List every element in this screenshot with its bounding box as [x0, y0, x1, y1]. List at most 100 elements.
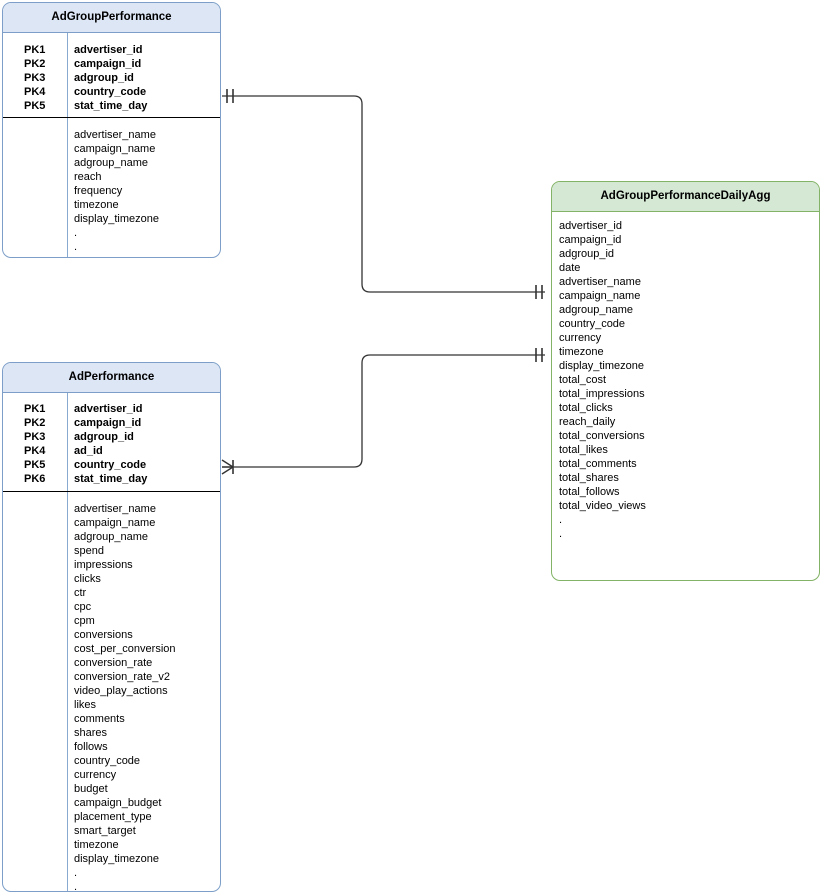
- cardinality-one-and-only-one-icon: [535, 348, 543, 362]
- pk-label: PK4: [24, 445, 46, 457]
- attribute: reach_daily: [559, 416, 616, 428]
- attribute: display_timezone: [74, 213, 159, 225]
- attribute: total_clicks: [559, 402, 613, 414]
- attribute: advertiser_name: [74, 129, 156, 141]
- key-field: advertiser_id: [74, 403, 143, 415]
- attribute: timezone: [74, 839, 119, 851]
- attribute: video_play_actions: [74, 685, 168, 697]
- attribute: display_timezone: [74, 853, 159, 865]
- attribute: total_cost: [559, 374, 607, 386]
- attribute: campaign_id: [559, 234, 622, 246]
- attribute-ellipsis: .: [559, 514, 563, 526]
- relationship-line-adperformance-dailyagg[interactable]: [221, 348, 545, 475]
- cardinality-one-and-only-one-icon: [535, 285, 543, 299]
- pk-label: PK1: [24, 44, 46, 56]
- attribute: total_impressions: [559, 388, 645, 400]
- attribute: comments: [74, 713, 125, 725]
- entity-header-adgroupperformancedailyagg: AdGroupPerformanceDailyAgg: [552, 182, 819, 212]
- entity-body-adperformance: PK1 PK2 PK3 PK4 PK5 PK6 advertiser_id ca…: [3, 393, 220, 891]
- pk-label: PK3: [24, 72, 46, 84]
- attribute: total_comments: [559, 458, 637, 470]
- pk-label-column: PK1 PK2 PK3 PK4 PK5: [3, 43, 69, 113]
- attribute: campaign_budget: [74, 797, 162, 809]
- pk-label: PK2: [24, 58, 46, 70]
- attribute-column: advertiser_name campaign_name adgroup_na…: [74, 502, 176, 892]
- key-attribute-divider: [3, 491, 220, 492]
- key-field: advertiser_id: [74, 44, 143, 56]
- attribute: total_conversions: [559, 430, 645, 442]
- attribute: ctr: [74, 587, 87, 599]
- key-field: country_code: [74, 459, 147, 471]
- attribute: cpm: [74, 615, 95, 627]
- attribute: shares: [74, 727, 108, 739]
- pk-column-divider: [67, 33, 68, 257]
- attribute: conversion_rate: [74, 657, 153, 669]
- attribute: placement_type: [74, 811, 152, 823]
- key-field: ad_id: [74, 445, 103, 457]
- pk-label: PK4: [24, 86, 46, 98]
- attribute: budget: [74, 783, 108, 795]
- attribute: frequency: [74, 185, 123, 197]
- pk-label-column: PK1 PK2 PK3 PK4 PK5 PK6: [3, 402, 69, 486]
- pk-label: PK3: [24, 431, 46, 443]
- attribute: advertiser_name: [74, 503, 156, 515]
- attribute: smart_target: [74, 825, 136, 837]
- attribute-ellipsis: .: [74, 867, 78, 879]
- entity-header-adperformance: AdPerformance: [3, 363, 220, 393]
- attribute: total_likes: [559, 444, 608, 456]
- attribute: clicks: [74, 573, 101, 585]
- entity-body-adgroupperformance: PK1 PK2 PK3 PK4 PK5 advertiser_id campai…: [3, 33, 220, 257]
- attribute: display_timezone: [559, 360, 644, 372]
- entity-adperformance[interactable]: AdPerformance PK1 PK2 PK3 PK4 PK5 PK6 ad…: [2, 362, 221, 892]
- attribute: total_follows: [559, 486, 620, 498]
- attribute: adgroup_name: [74, 157, 149, 169]
- key-field: country_code: [74, 86, 147, 98]
- key-field-column: advertiser_id campaign_id adgroup_id ad_…: [74, 402, 147, 486]
- attribute-ellipsis: .: [74, 881, 78, 892]
- attribute: total_shares: [559, 472, 619, 484]
- attribute: conversion_rate_v2: [74, 671, 171, 683]
- attribute: impressions: [74, 559, 133, 571]
- attribute-ellipsis: .: [74, 227, 78, 239]
- key-field: stat_time_day: [74, 100, 148, 112]
- entity-body-adgroupperformancedailyagg: advertiser_id campaign_id adgroup_id dat…: [552, 212, 819, 580]
- attribute: advertiser_name: [559, 276, 641, 288]
- attribute: currency: [559, 332, 602, 344]
- attribute: likes: [74, 699, 97, 711]
- attribute: cost_per_conversion: [74, 643, 176, 655]
- pk-label: PK5: [24, 100, 46, 112]
- attribute: country_code: [74, 755, 141, 767]
- key-field: campaign_id: [74, 417, 142, 429]
- attribute: currency: [74, 769, 117, 781]
- pk-label: PK2: [24, 417, 46, 429]
- pk-label: PK6: [24, 473, 46, 485]
- attribute-column: advertiser_name campaign_name adgroup_na…: [74, 128, 159, 254]
- attribute: spend: [74, 545, 104, 557]
- relationship-line-adgroupperformance-dailyagg[interactable]: [222, 89, 545, 299]
- pk-label: PK1: [24, 403, 46, 415]
- attribute: adgroup_name: [74, 531, 149, 543]
- attribute: conversions: [74, 629, 133, 641]
- attribute-column: advertiser_id campaign_id adgroup_id dat…: [559, 219, 646, 541]
- attribute: advertiser_id: [559, 220, 622, 232]
- key-field: adgroup_id: [74, 431, 134, 443]
- attribute: adgroup_id: [559, 248, 615, 260]
- attribute: timezone: [559, 346, 604, 358]
- attribute: timezone: [74, 199, 119, 211]
- key-attribute-divider: [3, 117, 220, 118]
- key-field: stat_time_day: [74, 473, 148, 485]
- entity-header-adgroupperformance: AdGroupPerformance: [3, 3, 220, 33]
- entity-adgroupperformancedailyagg[interactable]: AdGroupPerformanceDailyAgg advertiser_id…: [551, 181, 820, 581]
- key-field-column: advertiser_id campaign_id adgroup_id cou…: [74, 43, 147, 113]
- key-field: adgroup_id: [74, 72, 134, 84]
- attribute: follows: [74, 741, 108, 753]
- attribute: country_code: [559, 318, 626, 330]
- attribute: cpc: [74, 601, 92, 613]
- cardinality-one-and-only-one-icon: [226, 89, 234, 103]
- entity-adgroupperformance[interactable]: AdGroupPerformance PK1 PK2 PK3 PK4 PK5 a…: [2, 2, 221, 258]
- attribute: campaign_name: [74, 143, 156, 155]
- key-field: campaign_id: [74, 58, 142, 70]
- cardinality-one-or-many-icon: [221, 459, 235, 475]
- attribute: reach: [74, 171, 102, 183]
